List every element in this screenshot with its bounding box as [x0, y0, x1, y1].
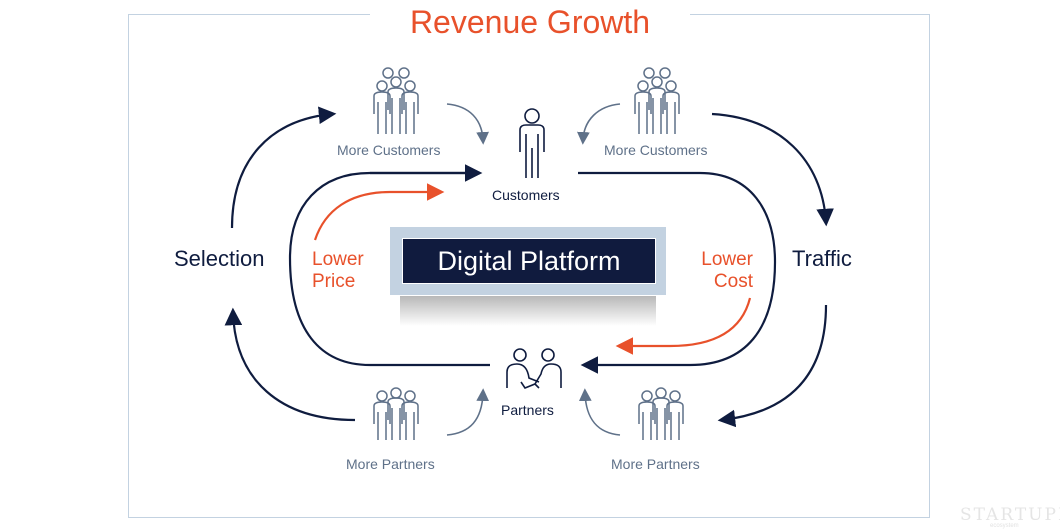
- more-customers-right-label: More Customers: [604, 142, 708, 158]
- group-icon: [373, 67, 419, 134]
- more-partners-left-label: More Partners: [346, 456, 435, 472]
- more-partners-left-arrow: [446, 388, 490, 436]
- platform-shadow: [400, 296, 656, 326]
- handshake-icon: [506, 348, 562, 389]
- more-customers-left-arrow: [446, 103, 489, 145]
- more-customers-right-arrow: [577, 103, 621, 145]
- lower-cost-label: Lower Cost: [693, 249, 753, 293]
- group-icon: [638, 387, 684, 440]
- lower-price-line-2: Price: [312, 271, 356, 292]
- lower-price-line-1: Lower: [312, 249, 364, 270]
- partners-label: Partners: [501, 402, 554, 418]
- partners-to-selection-arrow: [224, 307, 356, 422]
- inner-loop-top-arrow: [288, 171, 490, 367]
- inner-loop-right-arrow: [578, 171, 777, 374]
- digital-platform-box: Digital Platform: [402, 238, 656, 284]
- selection-to-customers-arrow: [230, 106, 337, 229]
- lower-price-label: Lower Price: [312, 249, 364, 293]
- watermark-tagline: ecosystem: [990, 523, 1019, 529]
- lower-cost-line-1: Lower: [701, 249, 753, 270]
- person-icon: [519, 108, 545, 178]
- traffic-to-partners-arrow: [717, 304, 828, 428]
- lower-cost-line-2: Cost: [713, 271, 753, 292]
- customers-label: Customers: [492, 187, 560, 203]
- traffic-label: Traffic: [792, 246, 852, 271]
- lower-cost-arrow: [615, 297, 752, 355]
- diagram-title: Revenue Growth: [370, 0, 690, 44]
- more-partners-right-label: More Partners: [611, 456, 700, 472]
- customers-to-traffic-arrow: [711, 112, 834, 227]
- group-icon: [373, 387, 419, 440]
- lower-price-arrow: [313, 183, 445, 241]
- group-icon: [634, 67, 680, 134]
- more-partners-right-arrow: [578, 388, 621, 436]
- more-customers-left-label: More Customers: [337, 142, 441, 158]
- selection-label: Selection: [174, 246, 265, 271]
- watermark-logo: STARTUPI: [960, 505, 1060, 525]
